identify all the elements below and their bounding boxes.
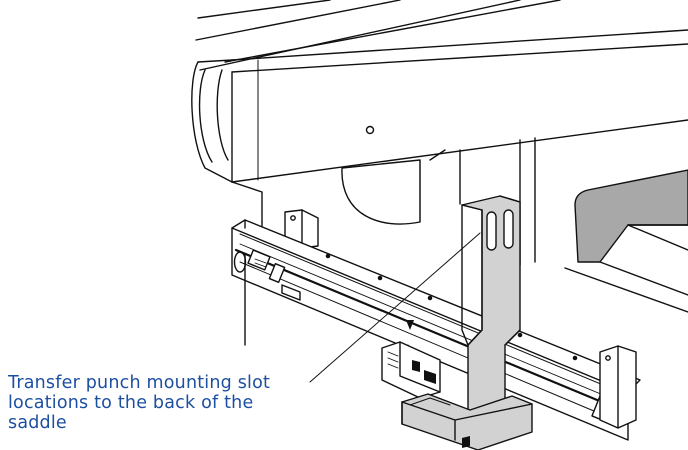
callout-line-1: Transfer punch mounting slot <box>8 373 271 393</box>
right-support-block <box>599 345 637 429</box>
drive-disc <box>341 159 421 225</box>
saddle-bracket <box>461 195 521 421</box>
saddle-base <box>401 393 533 450</box>
punch-mechanism <box>381 341 441 399</box>
callout-line-3: saddle <box>8 413 67 433</box>
left-end-bracket <box>191 59 446 223</box>
beam-hole <box>365 125 375 135</box>
callout-line-2: locations to the back of the <box>8 393 254 413</box>
horizontal-beam <box>231 29 688 183</box>
right-gray-rail <box>564 169 688 313</box>
mounting-slot-left <box>486 211 497 251</box>
machine-top-rails <box>195 0 561 71</box>
callout-label: Transfer punch mounting slot locations t… <box>8 373 308 433</box>
callout-leader-line <box>309 232 481 383</box>
mounting-slot-right <box>503 209 514 249</box>
rail-end-cap <box>233 251 247 273</box>
